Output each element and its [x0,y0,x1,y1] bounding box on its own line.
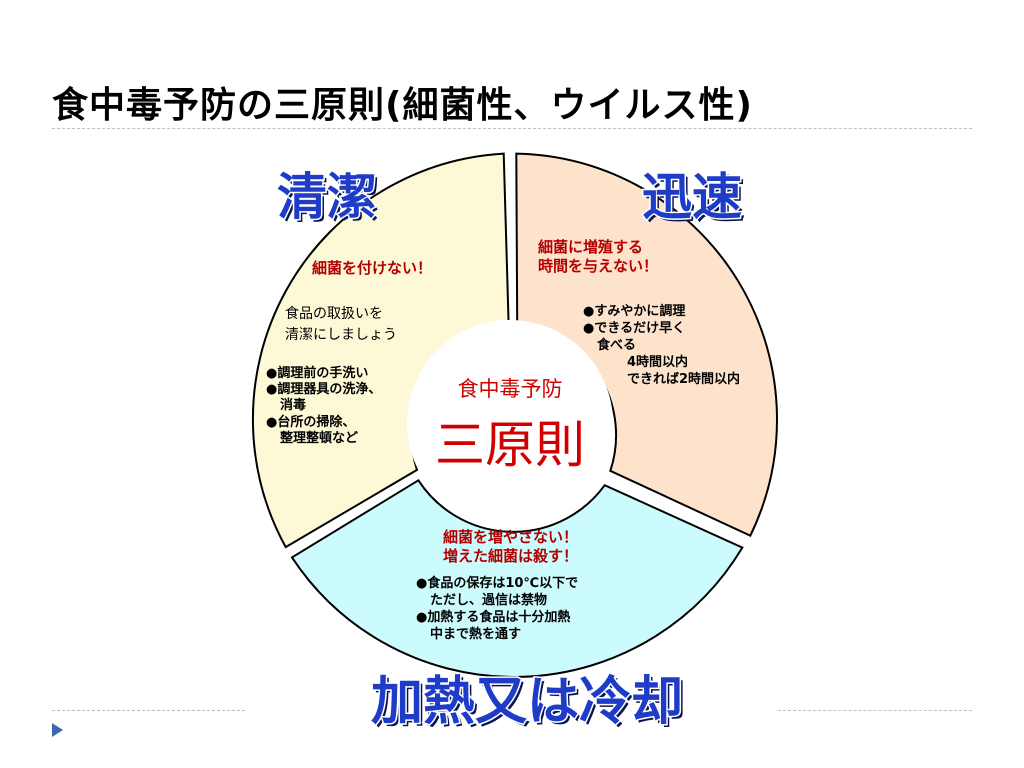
clean-item-4: ●台所の掃除、 [266,414,355,430]
center-label-top: 食中毒予防 [458,377,563,401]
heat-item-4: 中まで熱を通す [430,626,521,642]
title-divider [52,128,972,129]
segment-heat [290,478,744,678]
heading-clean-shadow: 清潔 [280,171,380,229]
page-title: 食中毒予防の三原則(細菌性、ウイルス性) [52,85,753,126]
speed-slogan-2: 時間を与えない！ [538,257,658,275]
center-circle [407,320,613,526]
heat-slogan-1: 細菌を増やさない！ [443,528,578,546]
clean-intro-2: 清潔にしましょう [285,327,397,343]
center-label-main: 三原則 [435,416,585,474]
speed-item-3: 食べる [597,337,636,353]
footer-divider-right [778,710,972,711]
heat-item-1: ●食品の保存は10℃以下で [416,575,578,591]
speed-item-1: ●すみやかに調理 [583,303,685,319]
clean-item-3: 消毒 [280,397,306,413]
heading-clean: 清潔 [277,168,377,226]
speed-slogan-1: 細菌に増殖する [538,238,643,256]
clean-item-2: ●調理器具の洗浄、 [266,381,381,397]
heading-heat-shadow: 加熱又は冷却 [374,675,686,735]
clean-slogan: 細菌を付けない！ [312,259,432,277]
speed-item-2: ●できるだけ早く [583,321,685,336]
footer-divider-left [52,710,245,711]
clean-item-1: ●調理前の手洗い [266,365,368,381]
speed-item-4: 4時間以内 [627,354,688,370]
slide-arrow-icon [52,723,63,737]
heading-heat: 加熱又は冷却 [371,672,683,732]
speed-item-5: できれば2時間以内 [627,371,740,387]
clean-item-5: 整理整頓など [279,430,358,446]
heat-item-2: ただし、過信は禁物 [430,592,547,608]
clean-intro-1: 食品の取扱いを [285,305,383,322]
heading-speed: 迅速 [642,168,742,226]
heat-item-3: ●加熱する食品は十分加熱 [416,609,570,625]
heading-speed-shadow: 迅速 [645,171,745,229]
heat-slogan-2: 増えた細菌は殺す！ [443,547,578,565]
